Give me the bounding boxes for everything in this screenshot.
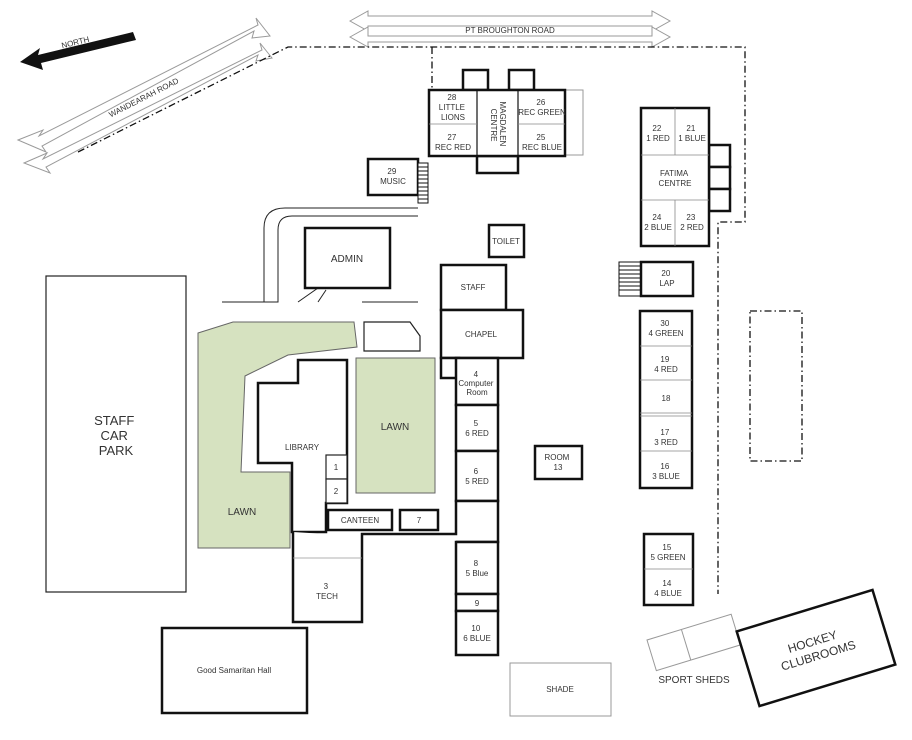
good-samaritan-hall[interactable]: Good Samaritan Hall [160, 626, 309, 715]
canteen[interactable]: CANTEEN [326, 508, 394, 532]
svg-text:2: 2 [334, 487, 339, 496]
svg-text:CHAPEL: CHAPEL [465, 330, 498, 339]
room-21[interactable]: 21 1 BLUE [678, 124, 706, 143]
hockey-clubrooms[interactable]: HOCKEY CLUBROOMS [735, 588, 897, 708]
room-27[interactable]: 27 REC RED [435, 133, 471, 152]
room-19[interactable]: 19 4 RED [654, 355, 678, 374]
room-28[interactable]: 28 LITTLE LIONS [439, 93, 467, 122]
room-24[interactable]: 24 2 BLUE [644, 213, 672, 232]
lawn-left: LAWN [197, 321, 358, 549]
room-29[interactable]: 29 MUSIC [366, 157, 429, 204]
room-15[interactable]: 15 5 GREEN [650, 543, 685, 562]
wandearah-road: WANDEARAH ROAD [16, 17, 273, 175]
room-9[interactable]: 9 [454, 592, 500, 613]
fatima-centre-complex: 22 1 RED 21 1 BLUE FATIMA CENTRE 24 2 BL… [639, 106, 732, 248]
svg-text:10 6 BLUE: 10 6 BLUE [463, 624, 491, 643]
svg-text:SHADE: SHADE [546, 685, 574, 694]
fatima-centre[interactable]: FATIMA CENTRE [659, 169, 692, 188]
room-3-tech[interactable]: 3 TECH [291, 499, 500, 624]
room-20[interactable]: 20 LAP [618, 260, 695, 298]
svg-text:5 6 RED: 5 6 RED [465, 419, 489, 438]
chapel[interactable]: CHAPEL [439, 308, 525, 360]
svg-text:TOILET: TOILET [492, 237, 520, 246]
magdalen-centre[interactable]: MAGDALEN CENTRE [489, 101, 507, 148]
svg-text:LAWN: LAWN [228, 507, 257, 518]
pt-broughton-road-label: PT BROUGHTON ROAD [465, 26, 555, 35]
shade[interactable]: SHADE [509, 662, 612, 717]
dashed-area [749, 310, 803, 462]
svg-text:8 5 Blue: 8 5 Blue [466, 559, 489, 578]
library-room-1[interactable]: 1 [325, 454, 348, 480]
room-25[interactable]: 25 REC BLUE [522, 133, 562, 152]
magdalen-centre-complex: 28 LITTLE LIONS 27 REC RED MAGDALEN CENT… [427, 68, 584, 175]
room-6[interactable]: 6 5 RED [454, 449, 500, 503]
room-30[interactable]: 30 4 GREEN [648, 319, 683, 338]
room-5[interactable]: 5 6 RED [454, 403, 500, 453]
room-22[interactable]: 22 1 RED [646, 124, 670, 143]
room-14[interactable]: 14 4 BLUE [654, 579, 682, 598]
rooms-30-to-16-block: 30 4 GREEN 19 4 RED 18 17 3 RED 16 3 BLU… [638, 309, 694, 490]
room-18[interactable]: 18 [662, 394, 671, 403]
room-10[interactable]: 10 6 BLUE [454, 609, 500, 657]
pt-broughton-road: PT BROUGHTON ROAD [348, 10, 672, 48]
svg-text:20 LAP: 20 LAP [659, 269, 674, 288]
svg-text:6 5 RED: 6 5 RED [465, 467, 489, 486]
svg-text:ROOM 13: ROOM 13 [544, 453, 571, 472]
svg-text:3 TECH: 3 TECH [316, 582, 338, 601]
north-arrow: NORTH [20, 32, 136, 70]
toilet[interactable]: TOILET [487, 223, 526, 259]
room-4[interactable]: 4 Computer Room [439, 356, 500, 407]
svg-text:STAFF: STAFF [461, 283, 486, 292]
admin[interactable]: ADMIN [303, 226, 392, 290]
lawn-center: LAWN [355, 357, 436, 494]
sport-sheds[interactable]: SPORT SHEDS [646, 613, 742, 686]
svg-text:LIBRARY: LIBRARY [285, 443, 320, 452]
svg-text:29 MUSIC: 29 MUSIC [380, 167, 406, 186]
library-room-2[interactable]: 2 [325, 478, 348, 504]
svg-text:SPORT SHEDS: SPORT SHEDS [658, 675, 730, 686]
svg-text:Good Samaritan Hall: Good Samaritan Hall [197, 666, 271, 675]
small-structure [363, 321, 421, 352]
room-26[interactable]: 26 REC GREEN [518, 98, 566, 117]
driveway [222, 207, 418, 303]
room-23[interactable]: 23 2 RED [680, 213, 704, 232]
svg-text:1: 1 [334, 463, 339, 472]
room-16[interactable]: 16 3 BLUE [652, 462, 680, 481]
room-8[interactable]: 8 5 Blue [454, 540, 500, 596]
room-17[interactable]: 17 3 RED [654, 428, 678, 447]
svg-text:ADMIN: ADMIN [331, 254, 363, 265]
staff-car-park-label: STAFF CAR PARK [94, 413, 138, 458]
svg-text:CANTEEN: CANTEEN [341, 516, 379, 525]
svg-text:LAWN: LAWN [381, 422, 410, 433]
svg-text:7: 7 [417, 516, 422, 525]
rooms-15-14-block: 15 5 GREEN 14 4 BLUE [642, 532, 695, 607]
room-7[interactable]: 7 [398, 508, 440, 532]
staff-car-park[interactable]: STAFF CAR PARK [45, 275, 187, 593]
svg-text:9: 9 [475, 599, 480, 608]
room-13[interactable]: ROOM 13 [533, 444, 584, 481]
boundary-fence [77, 46, 746, 594]
staff-room[interactable]: STAFF [439, 263, 508, 312]
svg-text:4 Computer Room: 4 Computer Room [458, 370, 495, 397]
